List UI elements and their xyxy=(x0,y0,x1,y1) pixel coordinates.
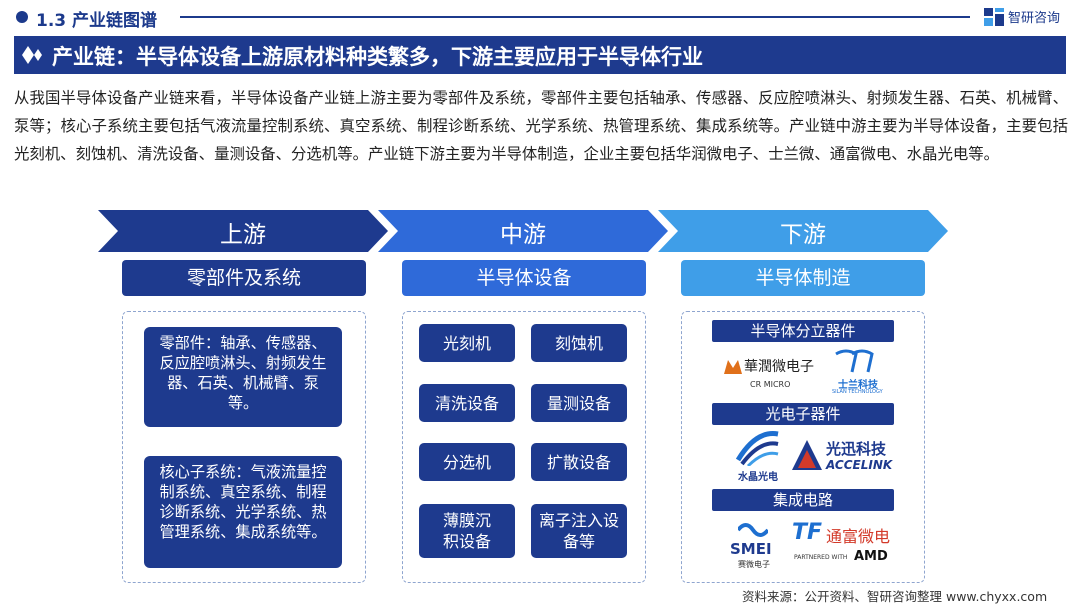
stage-downstream-label: 下游 xyxy=(780,222,826,248)
category-upstream: 零部件及系统 xyxy=(122,260,366,296)
section-header: 1.3 产业链图谱 智研咨询 xyxy=(0,0,1080,34)
chevron-arrow-icon xyxy=(658,210,948,252)
downstream-panel: 半导体分立器件 華潤微电子 CR MICRO 士兰科技 SILAN TECHNO… xyxy=(681,311,925,583)
equipment-item: 扩散设备 xyxy=(531,443,627,481)
smei-logo: SMEI 赛微电子 xyxy=(726,518,786,572)
midstream-panel: 光刻机 刻蚀机 清洗设备 量测设备 分选机 扩散设备 薄膜沉积设备 离子注入设备… xyxy=(402,311,646,583)
brand-name: 智研咨询 xyxy=(1008,11,1061,26)
crmicro-logo: 華潤微电子 CR MICRO xyxy=(724,350,814,398)
silan-mark-icon xyxy=(835,349,874,373)
accelink-logo: 光迅科技 ACCELINK xyxy=(792,436,902,480)
tfme-logo: TF 通富微电 PARTNERED WITH AMD xyxy=(792,520,891,564)
category-downstream: 半导体制造 xyxy=(681,260,925,296)
section-title: 1.3 产业链图谱 xyxy=(36,11,158,31)
stage-downstream: 下游 xyxy=(658,210,948,252)
category-midstream: 半导体设备 xyxy=(402,260,646,296)
equipment-item: 量测设备 xyxy=(531,384,627,422)
brand: 智研咨询 xyxy=(984,7,1060,26)
stage-midstream: 中游 xyxy=(378,210,668,252)
headline-banner: 产业链：半导体设备上游原材料种类繁多，下游主要应用于半导体行业 xyxy=(14,36,1066,74)
upstream-panel: 零部件：轴承、传感器、反应腔喷淋头、射频发生器、石英、机械臂、泵等。 核心子系统… xyxy=(122,311,366,583)
group-discrete-devices: 半导体分立器件 xyxy=(712,320,894,342)
stage-midstream-label: 中游 xyxy=(500,222,546,248)
group-optoelectronic-devices: 光电子器件 xyxy=(712,403,894,425)
equipment-item: 清洗设备 xyxy=(419,384,515,422)
group-integrated-circuits: 集成电路 xyxy=(712,489,894,511)
stage-upstream: 上游 xyxy=(98,210,388,252)
stage-upstream-label: 上游 xyxy=(220,222,266,248)
silan-logo: 士兰科技 SILAN TECHNOLOGY xyxy=(824,346,894,398)
chevron-arrow-icon xyxy=(378,210,668,252)
equipment-item: 离子注入设备等 xyxy=(531,504,627,558)
brand-logo-icon xyxy=(984,7,1004,26)
equipment-item: 光刻机 xyxy=(419,324,515,362)
source-note: 资料来源：公开资料、智研咨询整理 www.chyxx.com xyxy=(742,589,1048,604)
upstream-parts-card: 零部件：轴承、传感器、反应腔喷淋头、射频发生器、石英、机械臂、泵等。 xyxy=(144,327,342,427)
crmicro-mark-icon xyxy=(724,360,742,374)
bullet-icon xyxy=(16,11,28,23)
diamond-icon xyxy=(22,46,42,64)
accelink-mark-icon xyxy=(792,440,822,470)
chevron-arrow-icon xyxy=(98,210,388,252)
smei-mark-icon xyxy=(738,523,768,537)
headline: 产业链：半导体设备上游原材料种类繁多，下游主要应用于半导体行业 xyxy=(52,45,703,69)
equipment-item: 分选机 xyxy=(419,443,515,481)
header-divider xyxy=(180,16,970,18)
equipment-item: 薄膜沉积设备 xyxy=(419,504,515,558)
upstream-subsystem-card: 核心子系统：气液流量控制系统、真空系统、制程诊断系统、光学系统、热管理系统、集成… xyxy=(144,456,342,568)
equipment-item: 刻蚀机 xyxy=(531,324,627,362)
description-paragraph: 从我国半导体设备产业链来看，半导体设备产业链上游主要为零部件及系统，零部件主要包… xyxy=(14,89,1068,163)
crystal-logo: 水晶光电 xyxy=(734,430,784,483)
crystal-mark-icon xyxy=(736,431,779,466)
